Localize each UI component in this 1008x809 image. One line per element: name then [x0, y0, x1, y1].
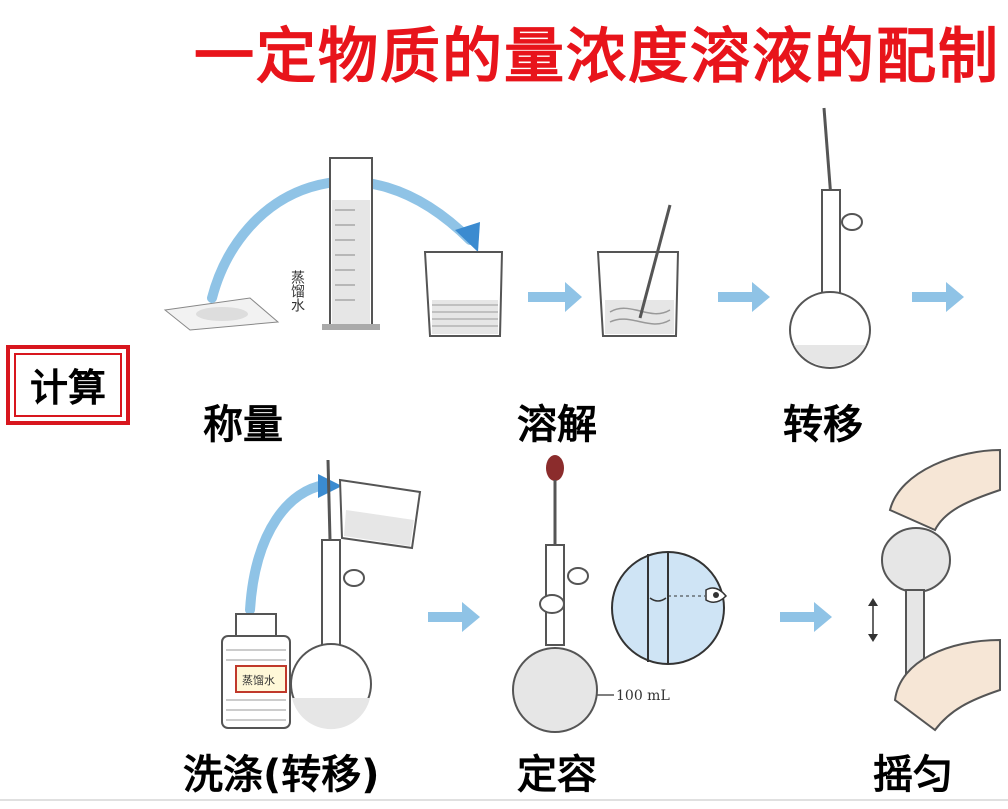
step-arrow-4 — [428, 602, 480, 632]
bottle-water-label: 蒸馏水 — [242, 673, 275, 687]
step-arrow-3 — [912, 282, 964, 312]
flask-shaking — [868, 448, 1001, 732]
distilled-water-bottle — [221, 613, 291, 729]
step-label-shake: 摇匀 — [873, 752, 953, 798]
beaker-dissolve — [596, 204, 680, 337]
step-label-dissolve: 溶解 — [517, 402, 597, 448]
step-label-weigh: 称量 — [203, 402, 283, 448]
calc-step-box: 计算 — [6, 345, 130, 425]
step-arrow-1 — [528, 282, 582, 312]
cylinder-water-label: 蒸馏水 — [289, 270, 305, 312]
graduated-cylinder — [322, 157, 380, 330]
flask-transfer — [789, 107, 871, 369]
step-label-wash: 洗涤(转移) — [183, 752, 380, 798]
meniscus-magnifier — [611, 551, 728, 665]
pour-curve-arrowhead-1 — [455, 222, 480, 252]
step-label-transfer: 转移 — [783, 402, 863, 448]
calc-label: 计算 — [29, 366, 106, 410]
step-arrow-5 — [780, 602, 832, 632]
pour-curve-arrow-2 — [245, 480, 330, 615]
step-label-volume: 定容 — [517, 752, 597, 798]
weighing-paper — [163, 297, 280, 331]
step-arrow-2 — [718, 282, 770, 312]
page-title: 一定物质的量浓度溶液的配制 — [194, 22, 1000, 92]
flask-volume-label: 100 mL — [616, 688, 670, 704]
flask-washing — [290, 539, 372, 730]
pour-curve-arrow-1 — [207, 176, 475, 303]
beaker-weigh — [423, 251, 504, 337]
flask-volume — [512, 455, 614, 733]
